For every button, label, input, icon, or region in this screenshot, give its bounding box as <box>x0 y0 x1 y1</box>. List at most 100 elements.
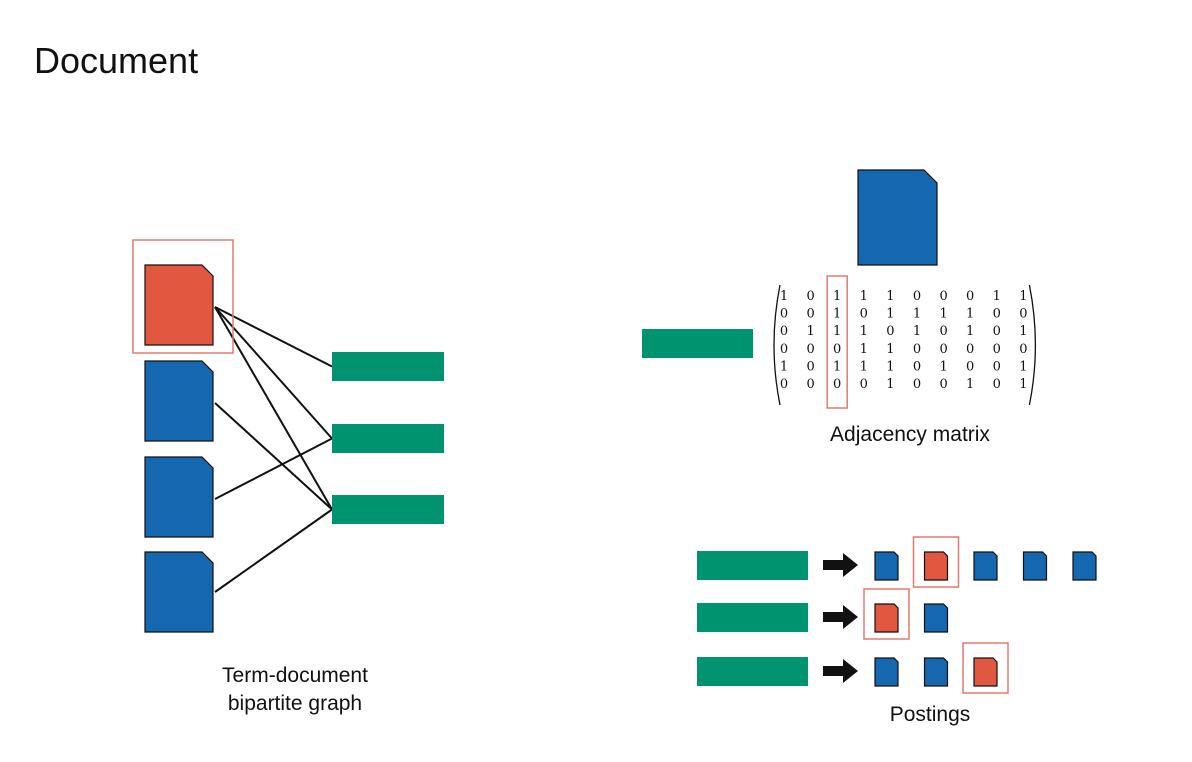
matrix-cell: 1 <box>913 324 921 339</box>
bipartite-document-icon <box>144 360 214 442</box>
matrix-cell: 0 <box>993 359 1001 374</box>
matrix-cell: 0 <box>913 359 921 374</box>
matrix-cell: 0 <box>860 377 868 392</box>
matrix-cell: 1 <box>966 307 974 322</box>
matrix-cell: 1 <box>860 289 868 304</box>
matrix-cell: 0 <box>886 324 894 339</box>
matrix-cell: 0 <box>780 377 788 392</box>
arrow-icon <box>823 605 858 629</box>
matrix-cell: 0 <box>913 377 921 392</box>
matrix-cell: 1 <box>966 324 974 339</box>
posting-term-bar <box>697 603 808 632</box>
matrix-right-bracket <box>1028 284 1037 406</box>
matrix-cell: 0 <box>780 324 788 339</box>
matrix-cell: 1 <box>806 324 814 339</box>
bipartite-terms <box>332 352 444 524</box>
bipartite-caption-line1: Term-document <box>222 664 368 687</box>
matrix-cell: 1 <box>993 289 1001 304</box>
highlight-box <box>132 239 234 354</box>
matrix-cell: 0 <box>966 342 974 357</box>
matrix-cell: 0 <box>993 377 1001 392</box>
matrix-cell: 0 <box>860 307 868 322</box>
matrix-cell: 1 <box>886 289 894 304</box>
matrix-cell: 1 <box>939 359 947 374</box>
matrix-cell: 0 <box>806 359 814 374</box>
posting-document-icon <box>1022 551 1048 581</box>
posting-document-icon <box>874 603 899 633</box>
matrix-cell: 1 <box>860 359 868 374</box>
adjacency-matrix: 1 0 1 1 1 0 0 0 1 1 0 0 1 0 1 1 1 1 0 0 0 1 1 1 0 1 0 1 0 1 0 0 0 1 1 0 0 0 0 0… <box>642 169 1037 409</box>
matrix-cell: 1 <box>833 289 841 304</box>
adjacency-caption: Adjacency matrix <box>830 423 990 446</box>
bipartite-document-icon <box>144 551 214 633</box>
matrix-cell: 0 <box>1019 307 1027 322</box>
matrix-cell: 1 <box>1019 359 1027 374</box>
posting-document-icon <box>923 551 949 581</box>
matrix-cell: 1 <box>780 289 788 304</box>
matrix-left-bracket <box>773 284 781 406</box>
postings-lists <box>697 536 1097 694</box>
query-term-bar <box>642 329 753 358</box>
matrix-cell: 0 <box>939 324 947 339</box>
bipartite-edge <box>214 508 333 593</box>
matrix-cell: 1 <box>833 359 841 374</box>
matrix-cell: 0 <box>806 342 814 357</box>
matrix-cell: 1 <box>780 359 788 374</box>
matrix-cell: 0 <box>780 342 788 357</box>
matrix-cell: 1 <box>860 342 868 357</box>
highlight-box <box>863 588 910 640</box>
bipartite-documents <box>132 239 234 633</box>
bipartite-edge <box>214 437 333 500</box>
bipartite-term-bar <box>332 352 444 381</box>
bipartite-caption: Term-document bipartite graph <box>190 662 400 718</box>
matrix-cell: 1 <box>833 307 841 322</box>
bipartite-edge <box>214 306 333 368</box>
posting-document-icon <box>874 657 899 687</box>
bipartite-edge <box>214 306 333 511</box>
highlight-column-box <box>826 275 848 409</box>
matrix-cell: 0 <box>939 342 947 357</box>
arrow-icon <box>823 659 858 683</box>
bipartite-edges <box>214 306 333 593</box>
matrix-cell: 1 <box>939 307 947 322</box>
matrix-cell: 0 <box>966 289 974 304</box>
matrix-cell: 1 <box>886 359 894 374</box>
matrix-cell: 0 <box>939 377 947 392</box>
posting-document-icon <box>973 551 998 581</box>
highlight-box <box>912 536 960 588</box>
bipartite-document-icon <box>144 456 214 538</box>
matrix-cell: 1 <box>1019 289 1027 304</box>
bipartite-document-icon <box>144 264 214 346</box>
slide-title: Document <box>34 40 199 81</box>
posting-document-icon <box>923 603 949 633</box>
bipartite-edge <box>214 402 333 511</box>
matrix-cell: 1 <box>913 307 921 322</box>
matrix-cell: 0 <box>993 324 1001 339</box>
matrix-cell: 0 <box>833 377 841 392</box>
matrix-cell: 1 <box>1019 324 1027 339</box>
matrix-cell: 0 <box>780 307 788 322</box>
posting-document-icon <box>973 657 998 687</box>
matrix-cell: 0 <box>939 289 947 304</box>
matrix-cell: 1 <box>966 377 974 392</box>
posting-document-icon <box>923 657 949 687</box>
matrix-cell: 1 <box>886 342 894 357</box>
matrix-cell: 0 <box>806 377 814 392</box>
posting-term-bar <box>697 657 808 686</box>
matrix-cell: 0 <box>806 307 814 322</box>
bipartite-term-bar <box>332 495 444 524</box>
matrix-cell: 1 <box>886 377 894 392</box>
matrix-cell: 0 <box>1019 342 1027 357</box>
posting-document-icon <box>874 551 899 581</box>
bipartite-edge <box>214 306 333 440</box>
posting-term-bar <box>697 551 808 580</box>
matrix-cell: 0 <box>913 342 921 357</box>
matrix-cell: 0 <box>806 289 814 304</box>
matrix-cell: 1 <box>833 324 841 339</box>
postings-caption: Postings <box>889 703 971 726</box>
highlight-box <box>962 642 1009 694</box>
matrix-cell: 0 <box>966 359 974 374</box>
matrix-cell: 1 <box>1019 377 1027 392</box>
bipartite-term-bar <box>332 424 444 453</box>
bipartite-caption-line2: bipartite graph <box>227 692 363 715</box>
